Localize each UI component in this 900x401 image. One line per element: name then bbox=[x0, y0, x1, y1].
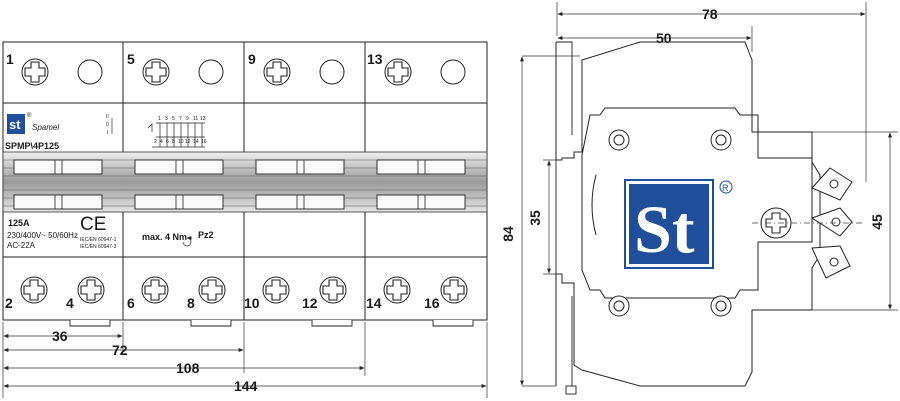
terminal-label: 12 bbox=[302, 295, 318, 311]
svg-text:4: 4 bbox=[160, 139, 163, 145]
position-marker: 0 bbox=[106, 122, 109, 128]
switch-handle[interactable] bbox=[376, 194, 466, 210]
svg-text:2: 2 bbox=[154, 139, 157, 145]
ce-mark: CE bbox=[80, 214, 106, 235]
svg-text:13: 13 bbox=[200, 116, 206, 122]
dim-depth-front: 50 bbox=[656, 30, 672, 46]
terminal-label: 16 bbox=[424, 295, 440, 311]
terminal-label: 5 bbox=[127, 51, 135, 67]
terminal-label: 10 bbox=[244, 295, 260, 311]
svg-text:3: 3 bbox=[165, 116, 168, 122]
standard-label: IEC/EN 60947-1 bbox=[80, 237, 117, 243]
svg-text:5: 5 bbox=[172, 116, 175, 122]
utilization-category: AC-22A bbox=[7, 241, 36, 250]
terminal-label: 1 bbox=[6, 51, 14, 67]
terminal-label: 6 bbox=[127, 295, 135, 311]
st-logo-text: St bbox=[634, 191, 695, 267]
switch-handle[interactable] bbox=[134, 159, 224, 175]
svg-text:1: 1 bbox=[158, 116, 161, 122]
svg-text:12: 12 bbox=[185, 139, 191, 145]
svg-text:6: 6 bbox=[166, 139, 169, 145]
handle-paddles bbox=[810, 167, 853, 279]
dim-height: 84 bbox=[500, 226, 516, 242]
switch-handle[interactable] bbox=[255, 194, 345, 210]
svg-text:11: 11 bbox=[193, 116, 198, 122]
front-dimensions: 36 72 108 144 bbox=[2, 322, 488, 398]
terminal-label: 13 bbox=[367, 51, 383, 67]
switch-handle[interactable] bbox=[13, 194, 103, 210]
svg-text:9: 9 bbox=[186, 116, 189, 122]
screwdriver-label: Pz2 bbox=[198, 230, 214, 240]
dim-width-2: 72 bbox=[112, 342, 128, 358]
dim-width-3: 108 bbox=[176, 360, 200, 376]
terminal-label: 9 bbox=[248, 51, 256, 67]
rated-current: 125A bbox=[8, 218, 30, 228]
dim-front-height: 45 bbox=[869, 214, 885, 230]
dim-width-1: 36 bbox=[52, 328, 68, 344]
terminal-label: 4 bbox=[66, 295, 74, 311]
front-view: 1 5 9 13 2 4 6 8 10 12 14 16 st Spamel ®… bbox=[2, 41, 488, 327]
brand-name: Spamel bbox=[32, 123, 59, 132]
model-label: SPMP\4P125 bbox=[5, 141, 59, 151]
position-marker: I bbox=[107, 130, 108, 136]
switch-handle[interactable] bbox=[255, 159, 345, 175]
svg-text:10: 10 bbox=[178, 139, 184, 145]
svg-text:st: st bbox=[9, 117, 21, 132]
svg-text:®: ® bbox=[27, 112, 32, 119]
side-body-outline bbox=[555, 41, 821, 387]
svg-text:16: 16 bbox=[201, 139, 207, 145]
wiring-schematic bbox=[147, 122, 205, 148]
dim-depth-total: 78 bbox=[702, 6, 718, 22]
terminal-label: 2 bbox=[5, 295, 13, 311]
switch-handle[interactable] bbox=[376, 159, 466, 175]
side-screws bbox=[608, 129, 732, 317]
svg-text:7: 7 bbox=[179, 116, 182, 122]
position-marker: II bbox=[106, 114, 109, 120]
switch-handle[interactable] bbox=[13, 159, 103, 175]
svg-text:8: 8 bbox=[172, 139, 175, 145]
svg-text:14: 14 bbox=[193, 139, 199, 145]
brand-logo-small bbox=[7, 114, 25, 134]
terminal-label: 14 bbox=[366, 295, 382, 311]
terminal-label: 8 bbox=[187, 295, 195, 311]
switch-handle[interactable] bbox=[134, 194, 224, 210]
registered-mark: R bbox=[722, 183, 729, 193]
rated-voltage: 230/400V~ 50/60Hz bbox=[7, 231, 78, 240]
dim-rail: 35 bbox=[527, 210, 543, 226]
side-dimensions: 78 50 84 35 45 bbox=[500, 2, 898, 387]
standard-label: IEC/EN 60947-3 bbox=[80, 244, 117, 250]
dim-width-4: 144 bbox=[234, 378, 258, 394]
side-view: St R bbox=[555, 41, 862, 395]
torque-label: max. 4 Nm bbox=[142, 232, 187, 242]
